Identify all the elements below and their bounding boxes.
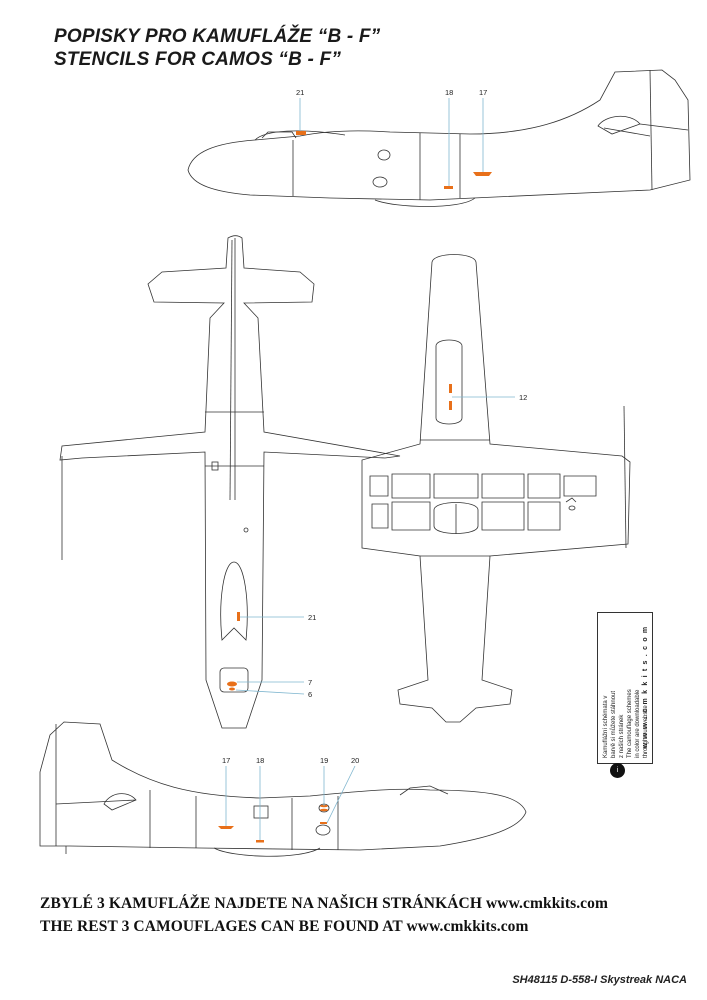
stencil-12b bbox=[449, 401, 452, 410]
stencil-19b bbox=[320, 808, 328, 812]
note-url[interactable]: w w w . c m k k i t s . c o m bbox=[642, 625, 649, 749]
bottom-view: 12 bbox=[361, 254, 631, 723]
footer-english: THE REST 3 CAMOUFLAGES CAN BE FOUND AT w… bbox=[40, 918, 529, 935]
callout-6: 6 bbox=[308, 690, 312, 699]
stencil-12a bbox=[449, 384, 452, 393]
side-view-bottom: 17 18 19 20 bbox=[39, 721, 527, 857]
callout-7: 7 bbox=[308, 678, 312, 687]
callout-21-top: 21 bbox=[296, 88, 304, 97]
note-cz-line1: Kamuflážní schémata v bbox=[603, 695, 609, 758]
side-view-top: 21 18 17 bbox=[187, 69, 691, 207]
callout-20: 20 bbox=[351, 756, 359, 765]
note-url-column: w w w . c m k k i t s . c o m bbox=[640, 612, 652, 762]
top-view: 21 7 6 bbox=[59, 235, 401, 729]
note-cz-line3: z našich stránek bbox=[619, 714, 625, 758]
stencil-20 bbox=[320, 822, 327, 824]
product-code: SH48115 D-558-I Skystreak NACA bbox=[512, 974, 687, 986]
callout-17-top: 17 bbox=[479, 88, 487, 97]
stencil-21 bbox=[296, 131, 306, 135]
stencil-17-lower bbox=[218, 826, 234, 829]
callout-12: 12 bbox=[519, 393, 527, 402]
stencil-18-lower bbox=[256, 840, 264, 843]
stencil-17 bbox=[473, 172, 492, 176]
callout-19: 19 bbox=[320, 756, 328, 765]
callout-18-lower: 18 bbox=[256, 756, 264, 765]
title-english: STENCILS FOR CAMOS “B - F” bbox=[54, 49, 342, 70]
stencil-18 bbox=[444, 186, 453, 189]
title-czech: POPISKY PRO KAMUFLÁŽE “B - F” bbox=[54, 26, 381, 47]
callout-17-lower: 17 bbox=[222, 756, 230, 765]
callout-21-top-view: 21 bbox=[308, 613, 316, 622]
note-en-line1: The camouflage schemes bbox=[627, 689, 633, 758]
download-note: Kamuflážní schémata v barvě si můžete st… bbox=[597, 612, 653, 764]
stencil-6 bbox=[229, 687, 235, 691]
callout-18-top: 18 bbox=[445, 88, 453, 97]
footer-czech: ZBYLÉ 3 KAMUFLÁŽE NAJDETE NA NAŠICH STRÁ… bbox=[40, 895, 609, 912]
note-cz-line2: barvě si můžete stáhnout bbox=[611, 690, 617, 758]
stencil-21-top-view bbox=[237, 612, 240, 621]
stencil-7 bbox=[227, 681, 237, 687]
info-icon: i bbox=[610, 763, 625, 778]
